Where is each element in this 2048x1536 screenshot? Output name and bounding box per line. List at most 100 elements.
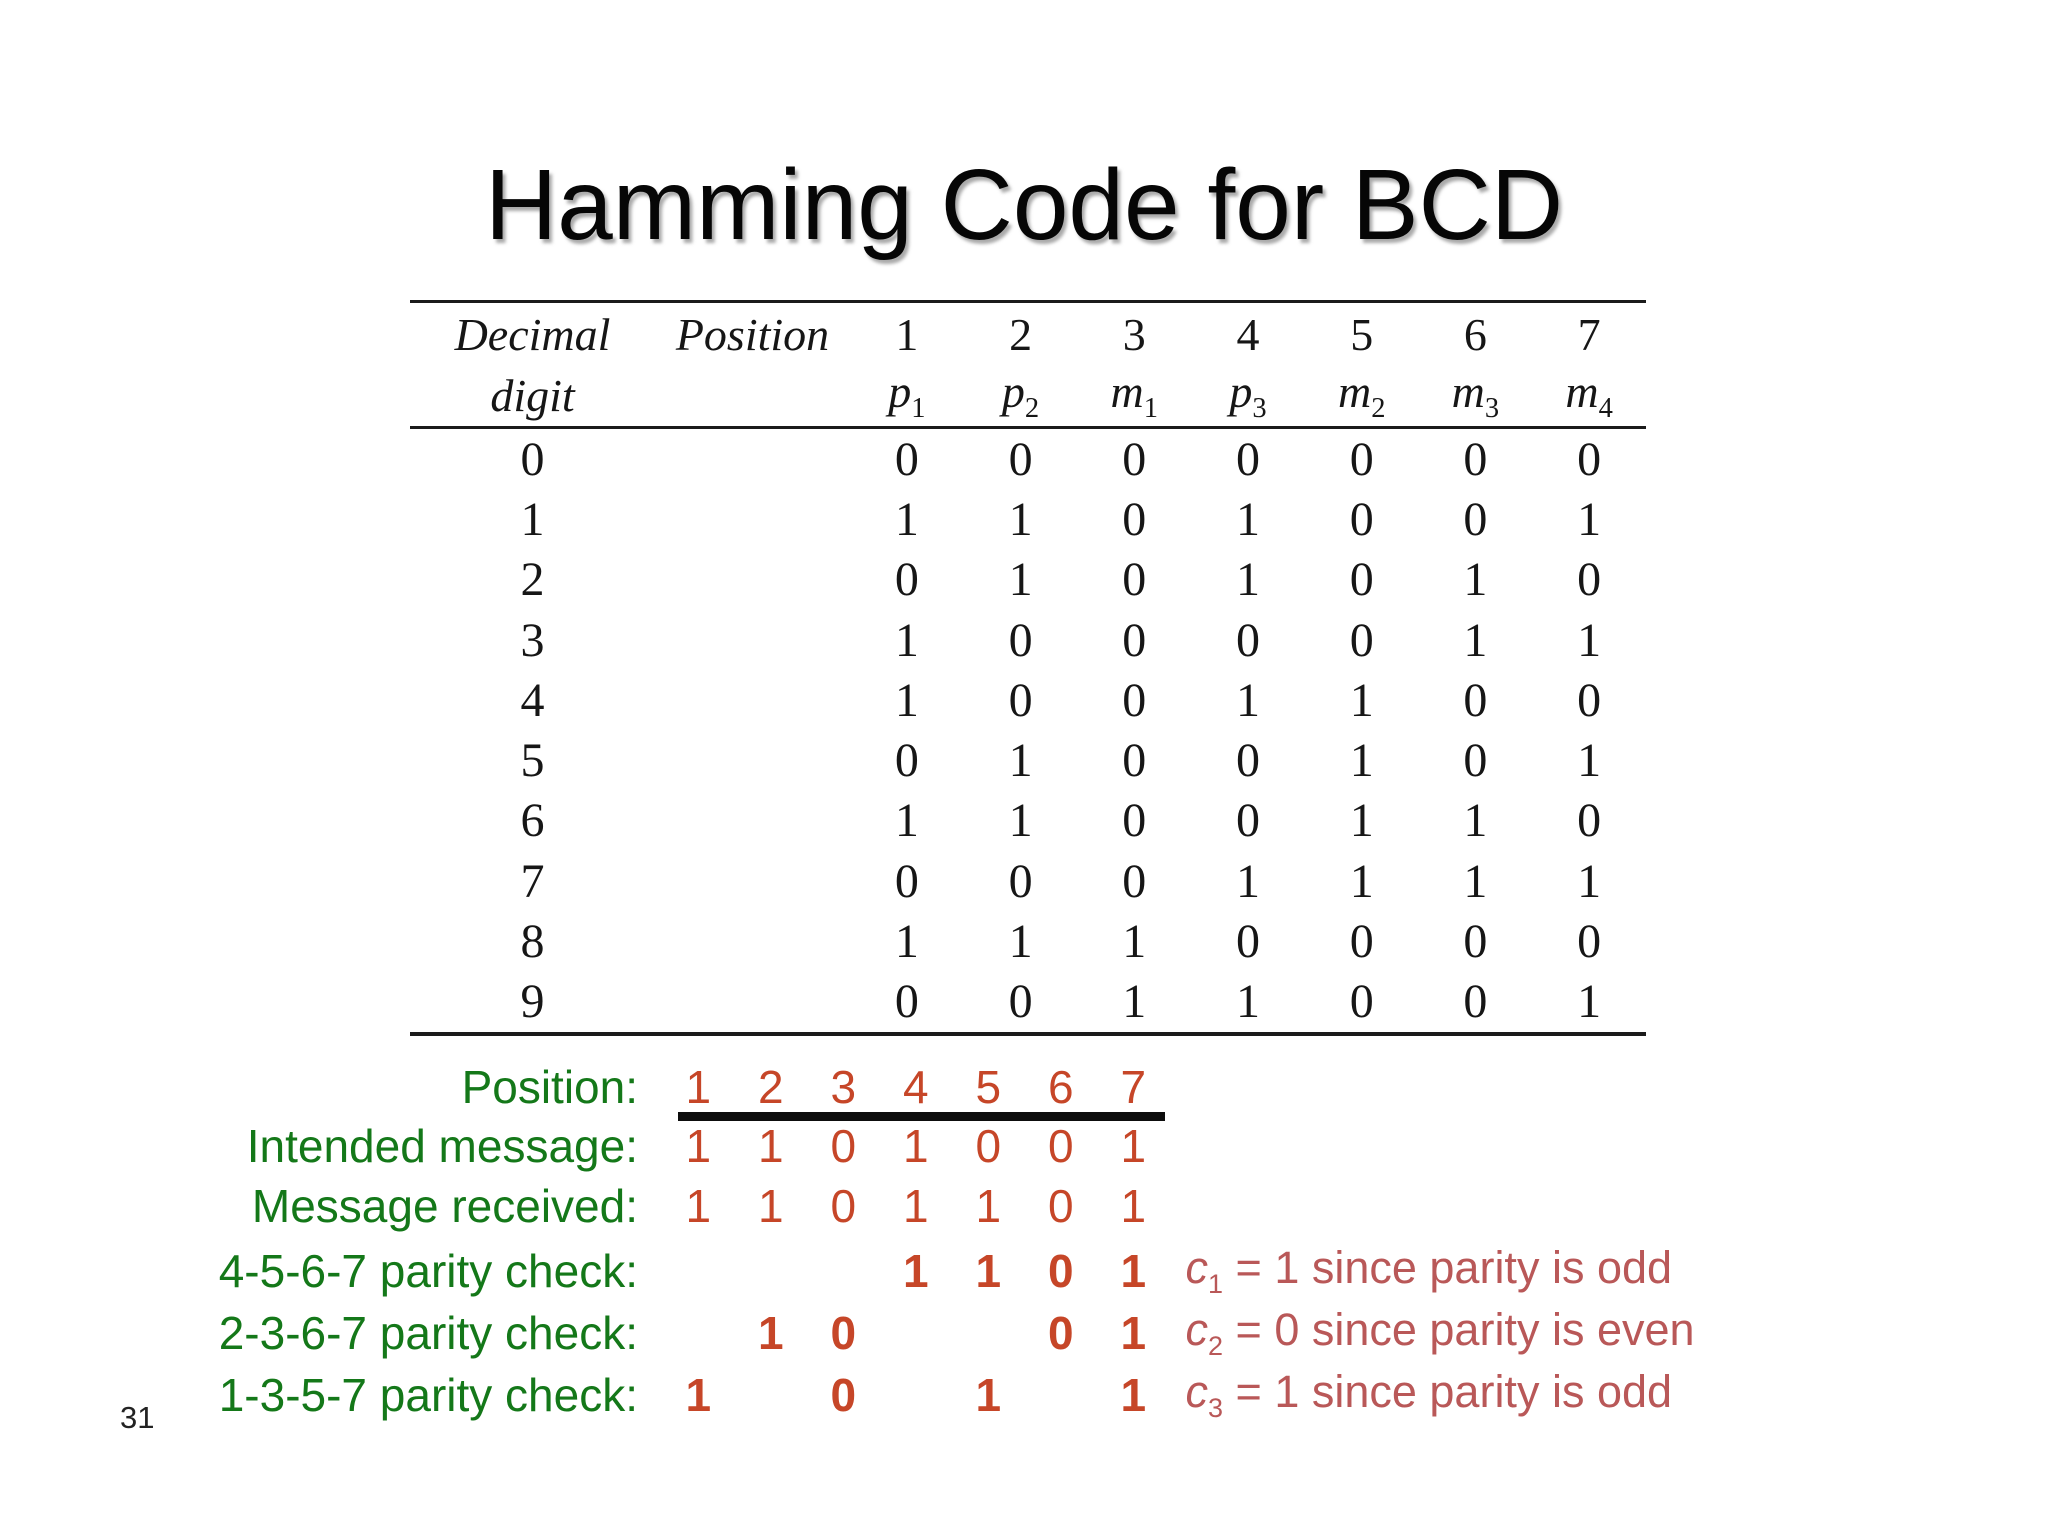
bit-symbol-subscript: 1 <box>911 393 926 425</box>
row-bit-cell: 1 <box>894 794 919 848</box>
worked-cell: 1 <box>1120 1369 1147 1421</box>
row-bit-cell: 0 <box>1122 854 1147 908</box>
worked-cell: 1 <box>757 1120 784 1172</box>
row-bit-cell: 0 <box>1235 613 1260 667</box>
worked-cell: 4 <box>902 1061 929 1113</box>
bit-symbol-subscript: 1 <box>1143 393 1159 425</box>
row-bit-cell: 0 <box>1349 553 1374 607</box>
row-decimal-digit: 1 <box>520 492 545 546</box>
row-bit-cell: 1 <box>1577 854 1602 908</box>
worked-cell: 1 <box>685 1180 712 1232</box>
worked-cell: 1 <box>1120 1180 1147 1232</box>
worked-cell: 5 <box>975 1061 1002 1113</box>
worked-cell: 1 <box>685 1120 712 1172</box>
worked-cell: 0 <box>1047 1180 1074 1232</box>
row-bit-cell: 1 <box>1235 673 1260 727</box>
worked-cell <box>662 1306 735 1360</box>
worked-cell: 0 <box>1047 1245 1074 1297</box>
c-subscript: 3 <box>1208 1393 1224 1423</box>
header-bit-symbol: m2 <box>1305 365 1419 425</box>
header-bit-symbol: p2 <box>964 365 1078 425</box>
c-subscript: 2 <box>1208 1331 1224 1361</box>
row-bit-cell: 0 <box>1463 673 1488 727</box>
row-bit-cell: 0 <box>1463 734 1488 788</box>
parity-annotation: c1 = 1 since parity is odd <box>1186 1242 1673 1300</box>
row-bit-cell: 0 <box>1463 915 1488 969</box>
row-bit-cell: 0 <box>1463 432 1488 486</box>
row-bit-cell: 1 <box>1008 915 1033 969</box>
row-decimal-digit: 4 <box>520 673 545 727</box>
c-variable: c <box>1185 1304 1209 1355</box>
bit-symbol-base: m <box>1565 366 1599 418</box>
position-underline <box>678 1112 1165 1121</box>
row-bit-cell: 1 <box>1463 613 1488 667</box>
worked-cell <box>735 1368 808 1422</box>
slide-title: Hamming Code for BCD <box>484 149 1564 261</box>
row-bit-cell: 1 <box>1235 492 1260 546</box>
worked-cell <box>807 1244 880 1298</box>
c-variable: c <box>1185 1242 1209 1293</box>
c-variable: c <box>1185 1366 1209 1417</box>
worked-cell <box>952 1306 1025 1360</box>
row-bit-cell: 1 <box>1235 975 1260 1029</box>
header-position-number: 5 <box>1350 308 1374 360</box>
header-position-label: Position <box>675 308 830 360</box>
header-bit-symbol: m4 <box>1532 365 1646 425</box>
row-bit-cell: 1 <box>1349 673 1374 727</box>
row-bit-cell: 0 <box>1235 432 1260 486</box>
row-bit-cell: 1 <box>1008 553 1033 607</box>
header-bit-symbol: m3 <box>1419 365 1533 425</box>
row-bit-cell: 0 <box>1577 553 1602 607</box>
worked-cell: 1 <box>1120 1245 1147 1297</box>
row-bit-cell: 0 <box>1122 432 1147 486</box>
bit-symbol-subscript: 3 <box>1252 393 1267 425</box>
row-bit-cell: 1 <box>894 613 919 667</box>
row-bit-cell: 1 <box>1577 613 1602 667</box>
worked-cell: 0 <box>830 1120 857 1172</box>
row-bit-cell: 0 <box>894 854 919 908</box>
row-bit-cell: 0 <box>1577 915 1602 969</box>
header-digit-label: digit <box>490 370 575 421</box>
row-bit-cell: 0 <box>1122 613 1147 667</box>
worked-cell: 1 <box>902 1180 929 1232</box>
header-position-number: 1 <box>895 308 919 360</box>
row-bit-cell: 1 <box>1008 492 1033 546</box>
worked-cell <box>880 1368 953 1422</box>
row-bit-cell: 0 <box>1122 794 1147 848</box>
worked-cell: 3 <box>830 1061 857 1113</box>
header-bit-symbol: m1 <box>1077 365 1191 425</box>
row-bit-cell: 1 <box>1577 734 1602 788</box>
header-position-number: 7 <box>1577 308 1601 360</box>
worked-cell: 1 <box>685 1061 712 1113</box>
header-bit-symbol: p3 <box>1191 365 1305 425</box>
bit-symbol-subscript: 2 <box>1024 393 1040 425</box>
row-bit-cell: 1 <box>1463 553 1488 607</box>
table-top-rule <box>410 300 1646 303</box>
worked-cell: 0 <box>830 1369 857 1421</box>
parity-annotation: c3 = 1 since parity is odd <box>1186 1366 1673 1424</box>
worked-cell: 7 <box>1120 1061 1147 1113</box>
row-bit-cell: 0 <box>1008 613 1033 667</box>
row-bit-cell: 0 <box>1235 734 1260 788</box>
worked-cell: 1 <box>975 1180 1002 1232</box>
worked-cell: 6 <box>1047 1061 1074 1113</box>
row-bit-cell: 1 <box>1577 492 1602 546</box>
row-bit-cell: 1 <box>1577 975 1602 1029</box>
row-decimal-digit: 9 <box>520 975 545 1029</box>
header-position-number: 3 <box>1122 308 1146 360</box>
